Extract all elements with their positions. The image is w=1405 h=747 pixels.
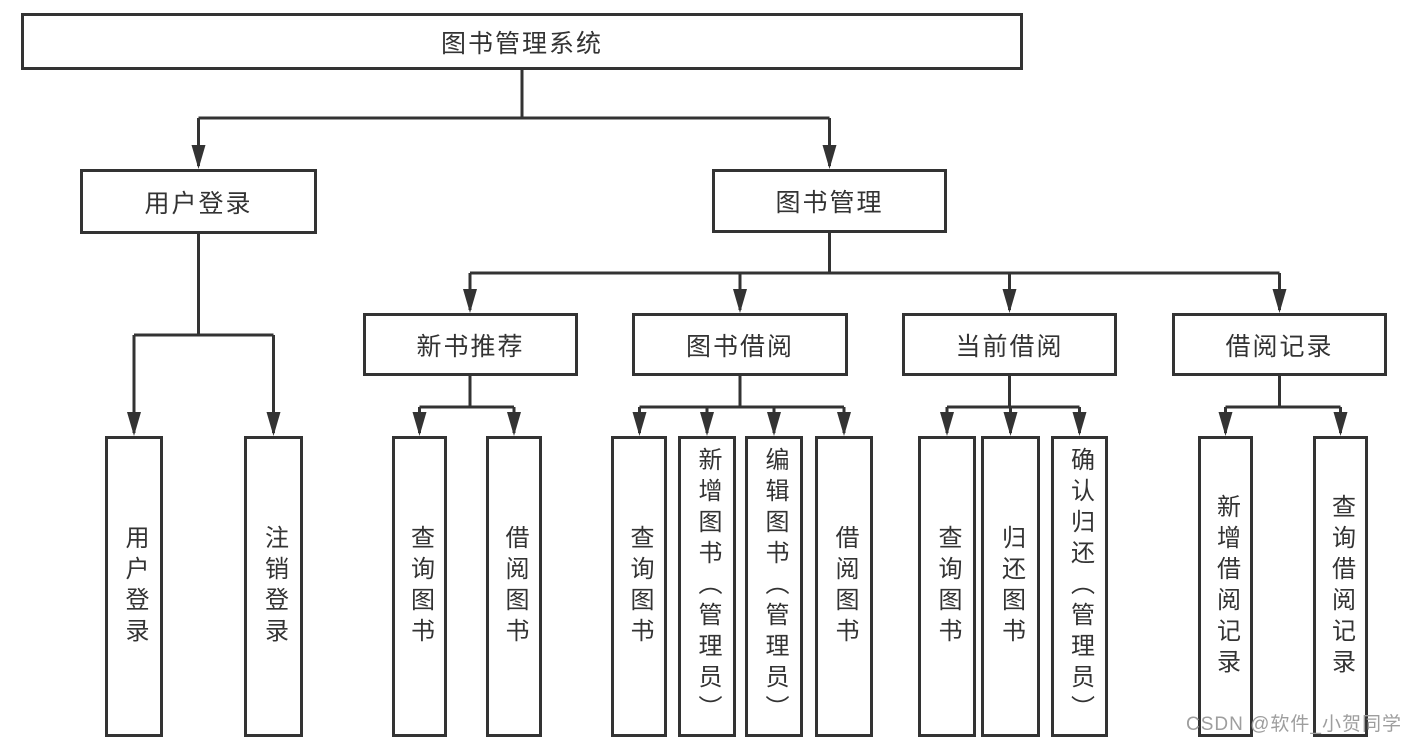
leaf-borrow-borrow-books: 借阅图书 (815, 436, 873, 737)
leaf-records-query-borrow-record: 查询借阅记录 (1313, 436, 1368, 737)
leaf-current-return-books: 归还图书 (981, 436, 1040, 737)
arrowhead-down-icon (733, 289, 747, 313)
leaf-current-confirm-return-admin: 确认归还（管理员） (1051, 436, 1108, 737)
arrowhead-down-icon (463, 289, 477, 313)
connector-book-borrow-branch (638, 376, 846, 433)
node-user-login: 用户登录 (80, 169, 317, 234)
arrowhead-down-icon (507, 412, 521, 436)
leaf-records-add-borrow-record: 新增借阅记录 (1198, 436, 1253, 737)
leaf-borrow-edit-books-admin: 编辑图书（管理员） (745, 436, 803, 737)
leaf-current-query-books: 查询图书 (918, 436, 976, 737)
connector-borrow-record-branch (1224, 376, 1342, 433)
connector-new-book-branch (418, 376, 516, 433)
arrowhead-down-icon (632, 412, 647, 436)
arrowhead-down-icon (767, 412, 781, 436)
arrowhead-down-icon (700, 412, 714, 436)
arrowhead-down-icon (191, 145, 206, 169)
arrowhead-down-icon (837, 412, 851, 436)
arrowhead-down-icon (266, 412, 281, 436)
leaf-newbook-borrow-books: 借阅图书 (486, 436, 542, 737)
node-current-borrowing: 当前借阅 (902, 313, 1117, 376)
arrowhead-down-icon (127, 412, 141, 436)
node-borrowing-records: 借阅记录 (1172, 313, 1387, 376)
arrowhead-down-icon (1333, 412, 1348, 436)
arrowhead-down-icon (1272, 289, 1287, 313)
connector-user-login-branch (132, 234, 275, 433)
node-book-management: 图书管理 (712, 169, 947, 233)
arrowhead-down-icon (1003, 412, 1018, 436)
node-book-borrowing: 图书借阅 (632, 313, 848, 376)
leaf-borrow-query-books: 查询图书 (611, 436, 667, 737)
arrowhead-down-icon (412, 412, 427, 436)
arrowhead-down-icon (822, 145, 837, 169)
connector-book-management-branch (468, 233, 1281, 310)
node-new-book-recommendation: 新书推荐 (363, 313, 578, 376)
arrowhead-down-icon (1218, 412, 1233, 436)
arrowhead-down-icon (940, 412, 954, 436)
watermark-text: CSDN @软件_小贺同学 (1186, 714, 1402, 735)
leaf-newbook-query-books: 查询图书 (392, 436, 447, 737)
connector-root-to-level1 (197, 70, 831, 166)
leaf-logout-login: 注销登录 (244, 436, 303, 737)
arrowhead-down-icon (1002, 289, 1017, 313)
node-library-management-system: 图书管理系统 (21, 13, 1023, 70)
leaf-borrow-add-books-admin: 新增图书（管理员） (678, 436, 736, 737)
leaf-user-login: 用户登录 (105, 436, 163, 737)
arrowhead-down-icon (1072, 412, 1087, 436)
